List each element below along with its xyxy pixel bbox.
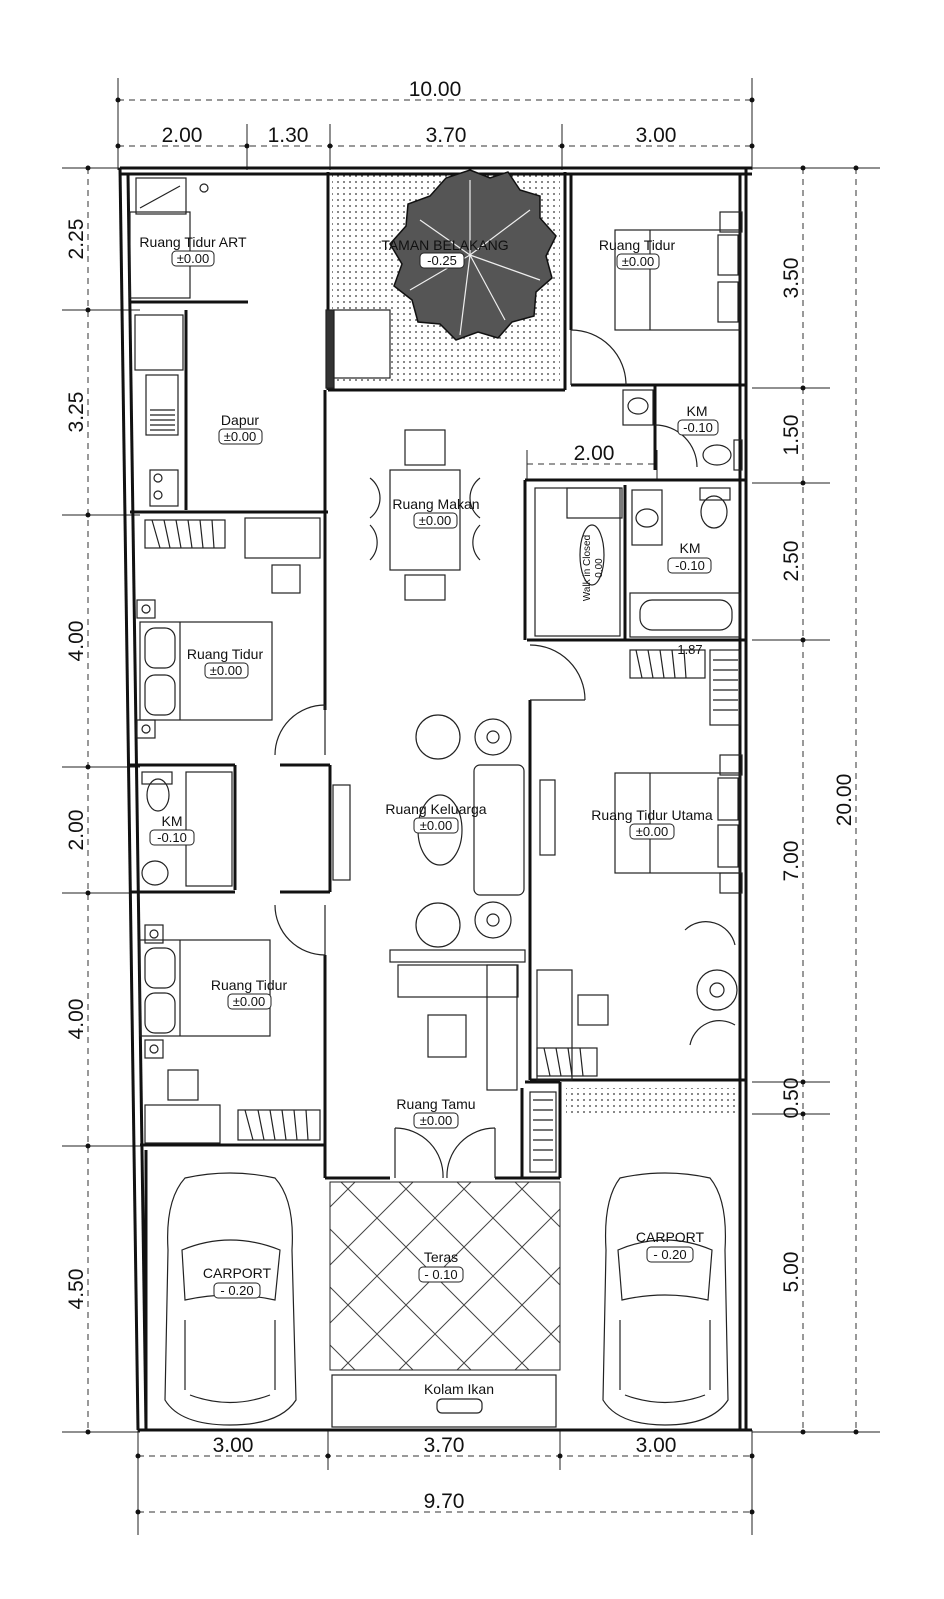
room-label-carport-right: CARPORT — [636, 1229, 705, 1245]
dim-bottom-total: 9.70 — [424, 1490, 465, 1513]
room-label-taman: TAMAN BELAKANG — [381, 237, 508, 253]
room-level-tamu: ±0.00 — [420, 1113, 452, 1128]
dim-top-total: 10.00 — [409, 78, 462, 101]
room-label-tidur-w2: Ruang Tidur — [211, 977, 288, 993]
room-label-kolam: Kolam Ikan — [424, 1381, 494, 1397]
dim-right-labels: 3.50 1.50 2.50 7.00 0.50 5.00 20.00 — [780, 258, 856, 1293]
dim-right-3: 2.50 — [780, 541, 803, 582]
room-label-tidur-w1: Ruang Tidur — [187, 646, 264, 662]
room-level-carport-right: - 0.20 — [653, 1247, 686, 1262]
room-label-tidur-ne: Ruang Tidur — [599, 237, 676, 253]
room-label-makan: Ruang Makan — [392, 496, 479, 512]
dim-right-1: 3.50 — [780, 258, 803, 299]
room-label-teras: Teras — [424, 1249, 458, 1265]
room-level-tidur-art: ±0.00 — [177, 251, 209, 266]
room-level-dapur: ±0.00 — [224, 429, 256, 444]
room-level-keluarga: ±0.00 — [420, 818, 452, 833]
room-level-tidur-w1: ±0.00 — [210, 663, 242, 678]
room-level-carport-left: - 0.20 — [220, 1283, 253, 1298]
room-level-tidur-utama: ±0.00 — [636, 824, 668, 839]
dim-left-1: 2.25 — [65, 219, 88, 260]
dim-right-5: 0.50 — [780, 1078, 803, 1119]
dim-right-6: 5.00 — [780, 1252, 803, 1293]
car-icon-left — [164, 1172, 297, 1426]
dim-left-6: 4.50 — [65, 1269, 88, 1310]
room-labels: Ruang Tidur ART ±0.00 TAMAN BELAKANG -0.… — [139, 234, 719, 1397]
room-label-tamu: Ruang Tamu — [396, 1096, 475, 1112]
dim-right-4: 7.00 — [780, 841, 803, 882]
room-level-km-master: -0.10 — [675, 558, 705, 573]
dim-top-3: 3.70 — [426, 124, 467, 147]
dim-right-2: 1.50 — [780, 415, 803, 456]
planter-strip — [566, 1088, 740, 1114]
dim-right-total: 20.00 — [833, 774, 856, 827]
dim-inner: 2.00 — [574, 442, 615, 465]
dim-top-2: 1.30 — [268, 124, 309, 147]
dim-left-5: 4.00 — [65, 999, 88, 1040]
car-icon-right — [602, 1172, 729, 1426]
room-label-tidur-art: Ruang Tidur ART — [139, 234, 247, 250]
room-level-tidur-ne: ±0.00 — [622, 254, 654, 269]
room-label-tidur-utama: Ruang Tidur Utama — [591, 807, 713, 823]
room-label-km-ne: KM — [687, 403, 708, 419]
dim-bottom-3: 3.00 — [636, 1434, 677, 1457]
dim-top-4: 3.00 — [636, 124, 677, 147]
small-note: 1.87 — [677, 642, 702, 657]
room-label-carport-left: CARPORT — [203, 1265, 272, 1281]
room-label-km-master: KM — [680, 540, 701, 556]
dim-bottom-1: 3.00 — [213, 1434, 254, 1457]
room-level-taman: -0.25 — [427, 253, 457, 268]
doors — [274, 309, 698, 1179]
room-label-dapur: Dapur — [221, 412, 259, 428]
tree-icon — [389, 169, 557, 341]
room-level-km-w: -0.10 — [157, 830, 187, 845]
walls — [118, 166, 752, 1432]
furniture — [129, 177, 743, 1428]
room-level-km-ne: -0.10 — [683, 420, 713, 435]
dim-left-4: 2.00 — [65, 810, 88, 851]
dim-bottom-2: 3.70 — [424, 1434, 465, 1457]
dim-left-2: 3.25 — [65, 392, 88, 433]
room-label-closet: Walk in Closed — [582, 535, 593, 601]
dim-left-3: 4.00 — [65, 621, 88, 662]
room-level-teras: - 0.10 — [424, 1267, 457, 1282]
dim-left-labels: 2.25 3.25 4.00 2.00 4.00 4.50 — [65, 219, 88, 1310]
dimension-ticks — [85, 97, 859, 1515]
room-label-keluarga: Ruang Keluarga — [385, 801, 486, 817]
room-label-km-w: KM — [162, 813, 183, 829]
dim-top-1: 2.00 — [162, 124, 203, 147]
room-level-tidur-w2: ±0.00 — [233, 994, 265, 1009]
room-level-closet: 0.00 — [594, 558, 605, 578]
room-level-makan: ±0.00 — [419, 513, 451, 528]
